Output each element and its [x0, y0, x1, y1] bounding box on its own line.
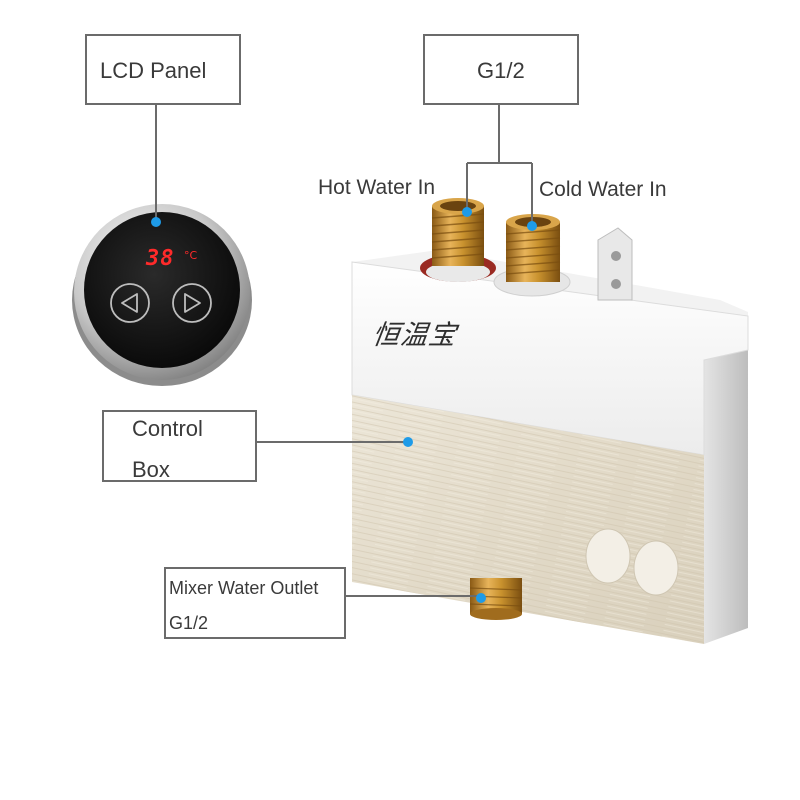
control-box-label-line1: Control: [132, 416, 203, 441]
triangle-left-icon: [121, 293, 138, 313]
triangle-right-icon: [184, 293, 201, 313]
cold-water-in-label: Cold Water In: [539, 178, 667, 201]
callout-dots: [151, 207, 537, 603]
lcd-panel-label: LCD Panel: [100, 58, 207, 83]
lcd-panel-label-box: LCD Panel: [85, 34, 241, 105]
hot-water-inlet-fitting: [420, 198, 496, 282]
mixer-outlet-label-line1: Mixer Water Outlet: [169, 578, 319, 598]
control-box-body: [351, 250, 749, 644]
outlet-callout-dot: [476, 593, 486, 603]
control-box-callout-dot: [403, 437, 413, 447]
lcd-callout-dot: [151, 217, 161, 227]
hot-water-callout-dot: [462, 207, 472, 217]
cold-water-inlet-fitting: [493, 214, 571, 297]
mixer-outlet-label-box: Mixer Water Outlet G1/2: [164, 567, 346, 639]
lcd-panel-device: [72, 204, 252, 386]
cold-water-callout-dot: [527, 221, 537, 231]
callout-lines: [155, 104, 533, 597]
g12-label: G1/2: [477, 58, 525, 83]
mixer-outlet-fitting: [469, 578, 523, 620]
mixer-outlet-label-line2: G1/2: [169, 613, 209, 633]
control-box-label-line2: Box: [132, 457, 170, 482]
g12-label-box: G1/2: [423, 34, 579, 105]
mounting-bracket: [597, 227, 633, 301]
lcd-temperature-readout: 38: [146, 246, 175, 271]
control-box-label-box: Control Box: [102, 410, 257, 482]
brand-logo: 恒温宝: [370, 320, 459, 351]
lcd-temperature-unit: °C: [184, 249, 198, 262]
hot-water-in-label: Hot Water In: [318, 176, 436, 199]
